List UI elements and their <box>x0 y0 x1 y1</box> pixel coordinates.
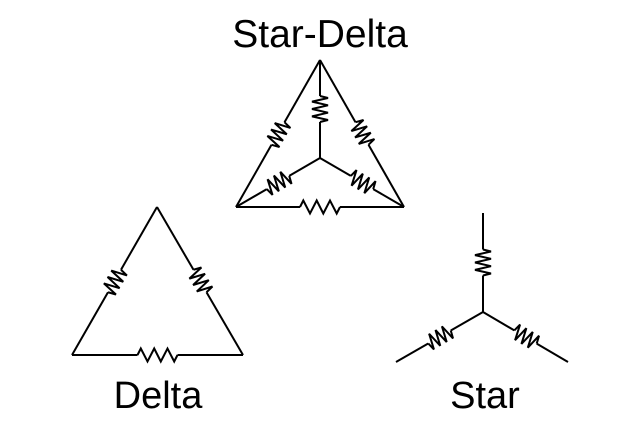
wire <box>156 206 195 271</box>
resistor-symbol <box>136 347 179 363</box>
resistor-symbol <box>311 95 329 123</box>
resistor-symbol <box>474 248 492 277</box>
star-delta-triangle <box>235 59 405 215</box>
resistor-symbol <box>100 264 129 298</box>
wire <box>536 342 569 363</box>
resistor-symbol <box>509 322 542 352</box>
circuit-figures <box>71 59 569 363</box>
wire <box>482 311 515 332</box>
wire <box>235 144 273 208</box>
resistor-symbol <box>185 264 215 298</box>
star-delta-title: Star-Delta <box>232 13 408 56</box>
resistor-symbol <box>423 322 456 352</box>
resistor-symbol <box>263 117 293 150</box>
delta-label: Delta <box>114 375 204 417</box>
wire <box>235 188 268 208</box>
resistor-symbol <box>261 168 295 197</box>
star-delta-inner-star <box>235 60 405 208</box>
delta-figure <box>71 206 244 363</box>
wire <box>283 59 321 123</box>
star-delta-figure <box>235 59 405 215</box>
wire <box>319 157 352 177</box>
wire <box>288 157 321 177</box>
wire <box>120 206 158 271</box>
resistor-symbol <box>347 117 377 150</box>
wire <box>319 59 357 123</box>
star-figure <box>395 213 569 363</box>
wire <box>205 291 244 356</box>
wire <box>372 188 405 208</box>
star-label: Star <box>450 375 520 417</box>
wire <box>71 291 109 356</box>
wire <box>367 144 405 208</box>
resistor-symbol <box>345 168 379 197</box>
resistor-symbol <box>299 199 341 215</box>
wire <box>450 311 484 332</box>
wire <box>395 342 429 363</box>
